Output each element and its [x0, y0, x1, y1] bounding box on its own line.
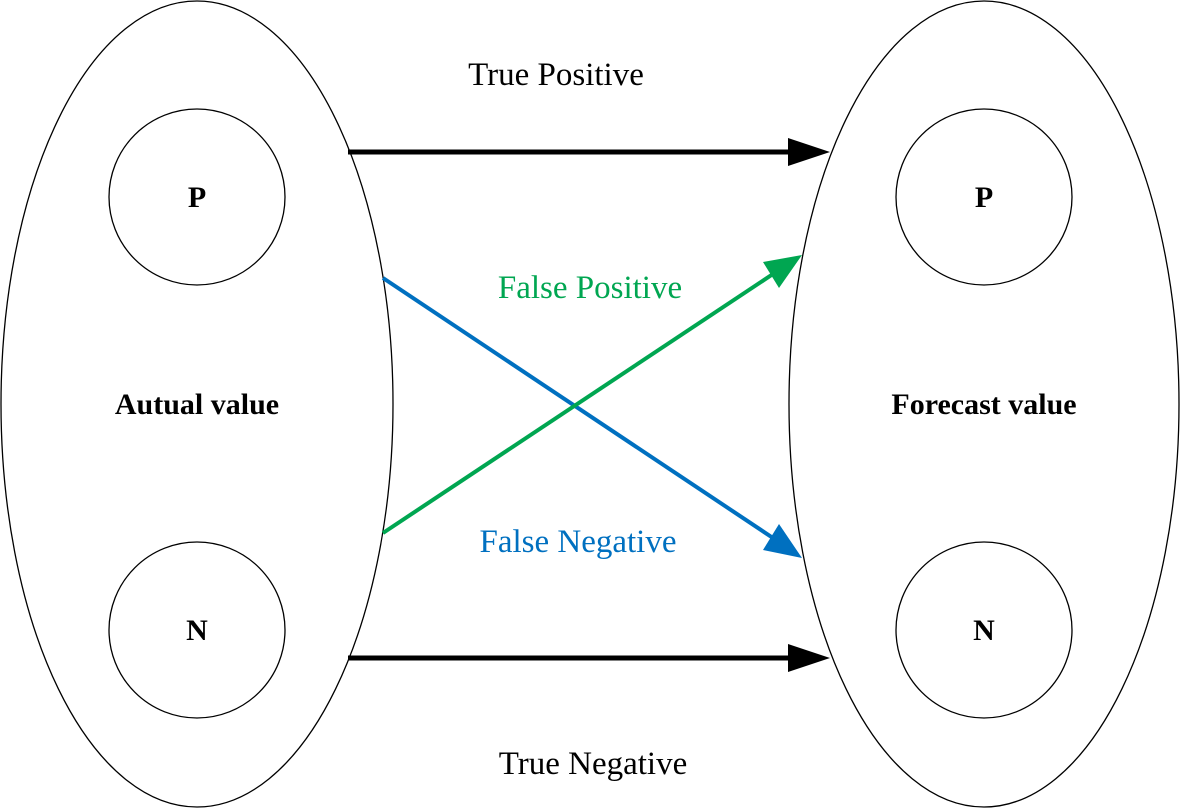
- false-negative-label: False Negative: [479, 524, 676, 560]
- actual-positive-node-label: P: [188, 181, 206, 214]
- true-positive-label: True Positive: [468, 57, 644, 93]
- false-positive-arrowhead: [763, 255, 802, 288]
- actual-value-label: Autual value: [115, 388, 279, 421]
- forecast-value-ellipse: [788, 0, 1180, 808]
- true-negative-arrowhead: [788, 644, 830, 672]
- false-negative-arrowhead: [763, 524, 802, 558]
- forecast-negative-node: [895, 541, 1073, 719]
- forecast-positive-node-label: P: [975, 181, 993, 214]
- forecast-value-label: Forecast value: [891, 388, 1076, 421]
- false-positive-arrow-line: [381, 270, 778, 535]
- forecast-positive-node: [895, 108, 1073, 286]
- true-negative-label: True Negative: [499, 746, 688, 782]
- actual-negative-node-label: N: [186, 614, 208, 647]
- actual-negative-node: [108, 541, 286, 719]
- actual-value-ellipse: [0, 0, 394, 808]
- forecast-negative-node-label: N: [973, 614, 995, 647]
- false-positive-label: False Positive: [498, 270, 682, 306]
- true-positive-arrowhead: [788, 138, 830, 166]
- false-negative-arrow-line: [381, 276, 778, 542]
- actual-positive-node: [108, 108, 286, 286]
